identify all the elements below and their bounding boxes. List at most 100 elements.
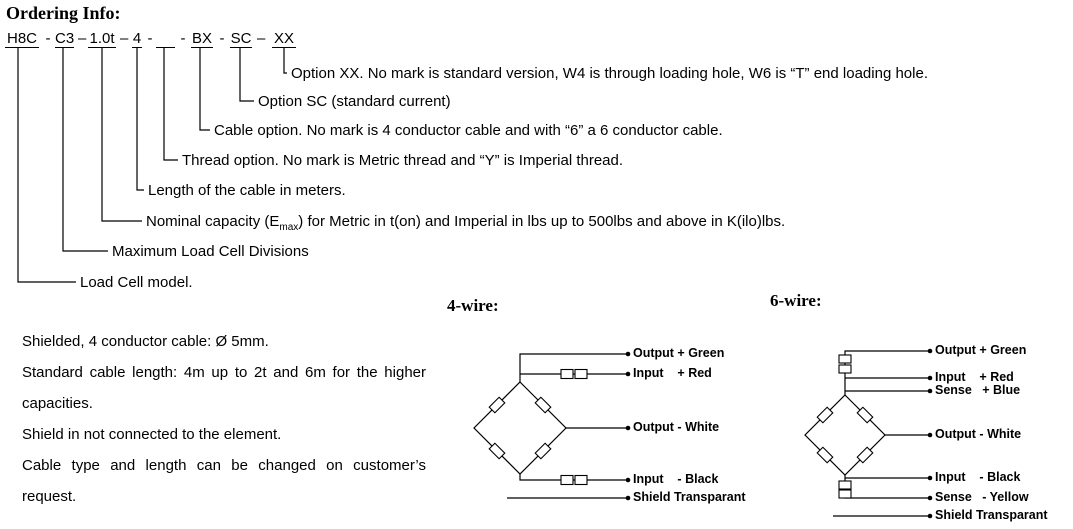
four-wire-title: 4-wire: (447, 296, 499, 315)
resistor-icon (574, 474, 588, 486)
terminal-dots (927, 348, 933, 519)
page-title: Ordering Info: (6, 3, 121, 23)
strain-gauges (488, 396, 552, 460)
callout-connector-lines (17, 48, 287, 283)
note-shielded-cable: Shielded, 4 conductor cable: Ø 5mm. (22, 333, 269, 350)
four-wire-label-shield: Shield Transparant (633, 490, 746, 504)
connector-line-option-xx (283, 48, 287, 74)
strain-gauge-icon (534, 442, 552, 460)
strain-gauge-icon (816, 446, 834, 464)
wire-input-minus (844, 475, 930, 479)
code-separator: - (45, 30, 51, 47)
code-separator: – (78, 30, 87, 47)
six-wire-wires (833, 350, 930, 517)
four-wire-label-input-plus: Input + Red (633, 366, 712, 380)
code-separator: - (219, 30, 225, 47)
compensation-resistors (560, 368, 588, 486)
cable-notes: Shielded, 4 conductor cable: Ø 5mm. Stan… (22, 326, 426, 512)
code-token-model: H8C (5, 30, 39, 48)
wire-input-minus (519, 474, 628, 481)
four-wire-label-output-plus: Output + Green (633, 346, 725, 360)
six-wire-label-shield: Shield Transparant (935, 508, 1048, 522)
strain-gauge-icon (856, 446, 874, 464)
terminal-dot (927, 432, 933, 438)
terminal-dot (625, 477, 631, 483)
connector-line-cable-option (199, 48, 210, 131)
code-separator: - (147, 30, 153, 47)
strain-gauge-icon (488, 442, 506, 460)
connector-line-length (136, 48, 144, 191)
six-wire-label-sense-minus: Sense - Yellow (935, 490, 1029, 504)
callout-option-xx: Option XX. No mark is standard version, … (291, 65, 928, 82)
callout-nominal-capacity: Nominal capacity (Emax) for Metric in t(… (146, 213, 785, 233)
code-token-version-option: XX (272, 30, 296, 48)
callout-thread-option: Thread option. No mark is Metric thread … (182, 152, 624, 169)
four-wire-wires (507, 353, 628, 499)
four-wire-diagram (473, 351, 631, 501)
wire-output-plus (844, 350, 930, 395)
terminal-dot (625, 371, 631, 377)
terminal-dot (927, 388, 933, 394)
code-separator: - (180, 30, 186, 47)
six-wire-label-input-minus: Input - Black (935, 470, 1021, 484)
resistor-icon (838, 489, 852, 499)
strain-gauge-icon (488, 396, 506, 414)
four-wire-label-output-minus: Output - White (633, 420, 720, 434)
terminal-dot (927, 348, 933, 354)
terminal-dot (927, 375, 933, 381)
terminal-dot (927, 475, 933, 481)
six-wire-diagram (804, 348, 933, 519)
terminal-dot (625, 425, 631, 431)
six-wire-label-output-plus: Output + Green (935, 343, 1027, 357)
resistor-icon (838, 354, 852, 364)
terminal-dot (625, 495, 631, 501)
resistor-icon (838, 364, 852, 374)
strain-gauge-icon (816, 406, 834, 424)
callout-capacity-subscript: max (279, 222, 299, 233)
resistor-icon (574, 368, 588, 380)
wire-output-plus (519, 353, 628, 382)
note-cable-change: Cable type and length can be changed on … (22, 457, 426, 505)
terminal-dot (927, 495, 933, 501)
code-token-divisions: C3 (55, 30, 75, 48)
resistor-icon (838, 480, 852, 490)
connector-line-thread (163, 48, 178, 161)
code-token-cable-length: 4 (132, 30, 142, 48)
callout-capacity-prefix: Nominal capacity (E (146, 213, 280, 230)
code-token-capacity: 1.0t (88, 30, 116, 48)
six-wire-label-output-minus: Output - White (935, 427, 1022, 441)
connector-line-capacity (101, 48, 142, 222)
callout-max-divisions: Maximum Load Cell Divisions (112, 243, 309, 260)
terminal-dot (625, 351, 631, 357)
six-wire-title: 6-wire: (770, 291, 822, 310)
four-wire-label-input-minus: Input - Black (633, 472, 719, 486)
callout-option-sc: Option SC (standard current) (258, 93, 451, 110)
code-token-cable-option: BX (191, 30, 213, 48)
code-separator: – (257, 30, 266, 47)
terminal-dot (927, 513, 933, 519)
wire-sense-minus (844, 478, 930, 499)
strain-gauge-icon (534, 396, 552, 414)
code-token-current-option: SC (230, 30, 252, 48)
callout-load-cell-model: Load Cell model. (80, 274, 193, 291)
six-wire-label-sense-plus: Sense + Blue (935, 383, 1021, 397)
connector-line-option-sc (239, 48, 254, 102)
callout-capacity-suffix: ) for Metric in t(on) and Imperial in lb… (298, 213, 786, 230)
resistor-icon (560, 474, 574, 486)
code-separator: – (120, 30, 129, 47)
callout-cable-length: Length of the cable in meters. (148, 182, 346, 199)
wheatstone-bridge (473, 381, 567, 475)
note-cable-length: Standard cable length: 4m up to 2t and 6… (22, 364, 426, 412)
callout-cable-option: Cable option. No mark is 4 conductor cab… (214, 122, 723, 139)
connector-line-divisions (62, 48, 108, 252)
strain-gauge-icon (856, 406, 874, 424)
strain-gauges (816, 406, 874, 464)
connector-line-model (17, 48, 76, 283)
code-token-thread-option (156, 29, 175, 48)
terminal-dots (625, 351, 631, 501)
six-wire-label-input-plus: Input + Red (935, 370, 1014, 384)
wheatstone-bridge (804, 394, 886, 476)
compensation-resistors (838, 354, 852, 499)
resistor-icon (560, 368, 574, 380)
